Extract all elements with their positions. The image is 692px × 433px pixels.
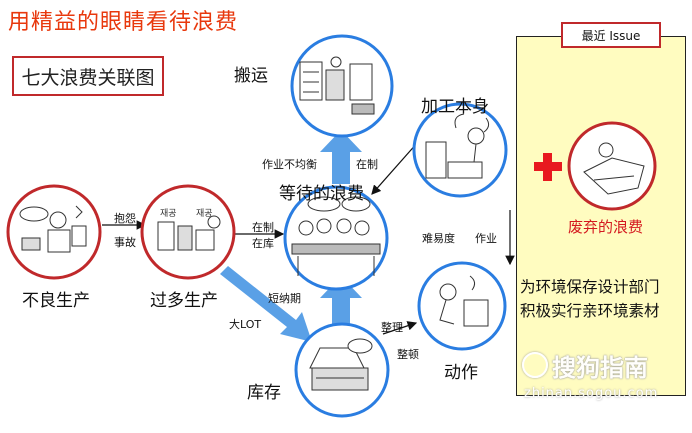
edge-label-wip-2: 在制: [356, 158, 378, 171]
edge-label-sort: 整理: [381, 321, 403, 334]
edge-label-work: 作业: [475, 232, 497, 245]
edge-label-short-lead: 短纳期: [268, 292, 301, 305]
sogou-logo-icon: [522, 352, 548, 378]
svg-text:재공: 재공: [160, 208, 177, 219]
arrow-inventory-to-motion: [382, 321, 418, 335]
watermark-brand: 搜狗指南: [552, 354, 648, 382]
node-inventory-circle: [294, 322, 390, 418]
node-waiting-circle: [283, 185, 389, 291]
label-overproduction: 过多生产: [150, 291, 218, 311]
edge-label-order: 整顿: [397, 348, 419, 361]
page-title: 用精益的眼睛看待浪费: [8, 10, 239, 35]
eco-line-2: 积极实行亲环境素材: [520, 302, 660, 320]
label-processing: 加工本身: [421, 97, 489, 117]
edge-label-accident: 事故: [114, 236, 136, 249]
edge-label-unbalanced: 作业不均衡: [262, 158, 317, 171]
plus-icon: [534, 153, 562, 181]
edge-label-difficulty: 难易度: [422, 232, 455, 245]
edge-label-big-lot: 大LOT: [229, 318, 262, 331]
arrow-wait-to-transport: [320, 130, 362, 184]
label-motion: 动作: [444, 363, 478, 383]
watermark-url: zhinan.sogou.com: [524, 386, 659, 401]
label-defects: 不良生产: [22, 291, 90, 311]
recent-issue-tag: 最近 Issue: [561, 22, 661, 48]
svg-text:재공: 재공: [196, 208, 213, 219]
edge-label-wip: 在制: [252, 221, 274, 234]
recent-issue-panel: [516, 36, 686, 396]
label-inventory: 库存: [247, 383, 281, 403]
edge-label-stock: 在库: [252, 237, 274, 250]
node-processing-circle: [412, 102, 508, 198]
diagram-label-box: 七大浪费关联图: [12, 56, 164, 96]
eco-line-1: 为环境保存设计部门: [520, 278, 660, 296]
edge-label-complaint: 抱怨: [114, 212, 136, 225]
node-motion-circle: [417, 261, 507, 351]
arrow-over-to-inventory: [220, 266, 312, 342]
label-discard-waste: 废弃的浪费: [568, 218, 644, 236]
label-waiting: 等待的浪费: [279, 184, 364, 204]
node-discard-circle: [567, 121, 657, 211]
node-transport-circle: [290, 34, 394, 138]
node-defects-circle: [6, 184, 102, 280]
arrow-processing-to-wait: [371, 141, 419, 195]
label-transport: 搬运: [234, 66, 268, 86]
node-overproduction-circle: 재공 재공: [140, 184, 236, 280]
